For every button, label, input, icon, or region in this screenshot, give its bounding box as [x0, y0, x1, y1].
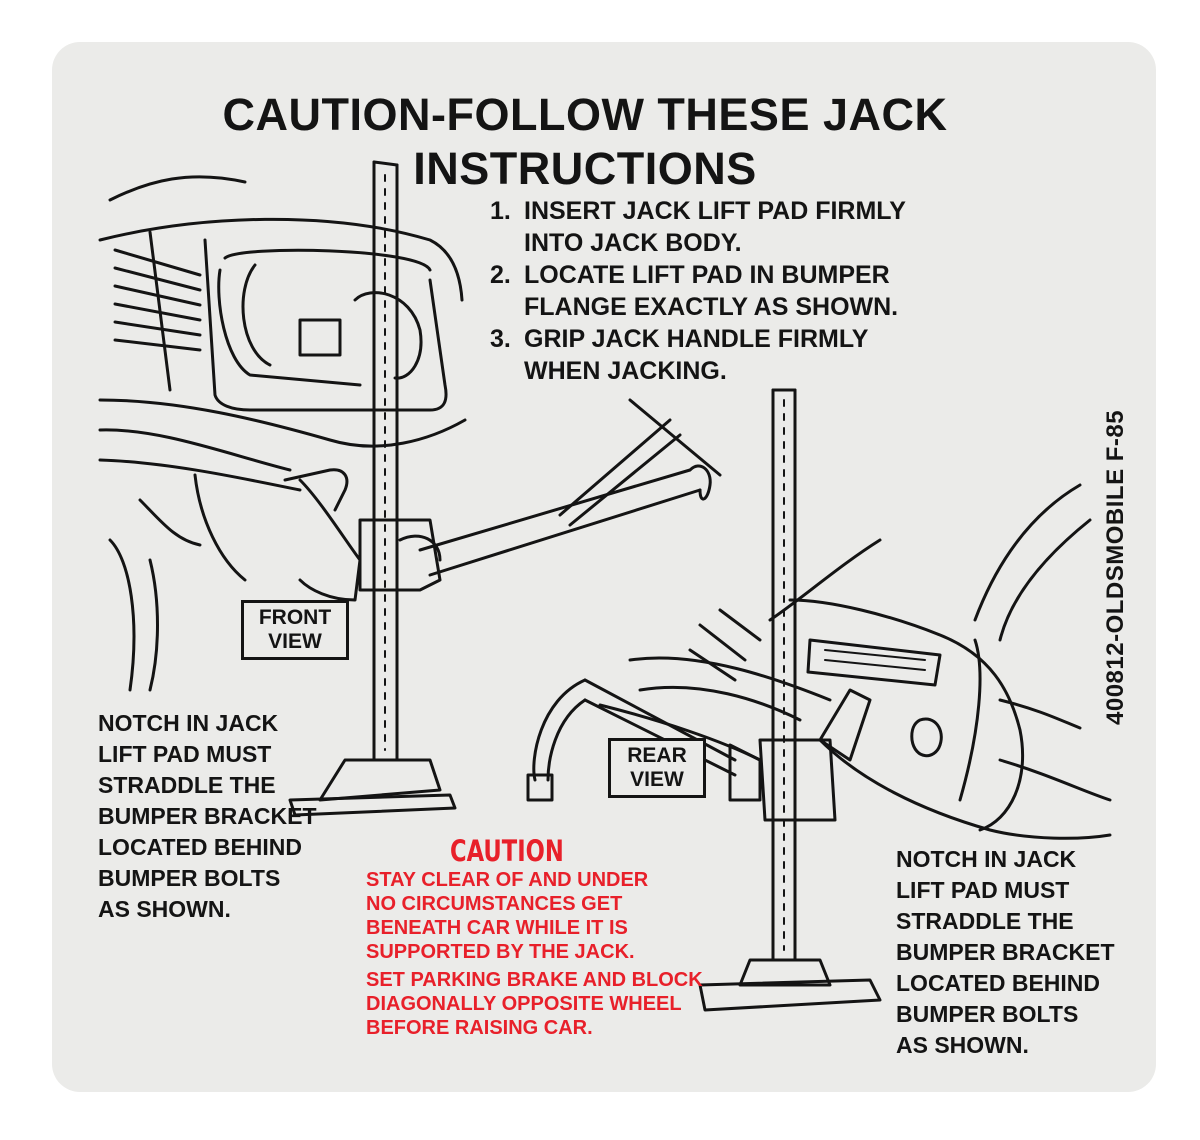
note-left: NOTCH IN JACK LIFT PAD MUST STRADDLE THE…: [98, 710, 317, 922]
front-car-drawing: [98, 175, 467, 692]
front-view-label: FRONT VIEW: [241, 600, 349, 660]
caution-text-2: SET PARKING BRAKE AND BLOCK DIAGONALLY O…: [366, 969, 703, 1039]
jack-instruction-decal: [52, 42, 1156, 1092]
part-number: 400812-OLDSMOBILE F-85: [1102, 409, 1129, 725]
instruction-step-3: 3. GRIP JACK HANDLE FIRMLY WHEN JACKING.: [490, 325, 869, 385]
instruction-step-1: 1. INSERT JACK LIFT PAD FIRMLY INTO JACK…: [490, 197, 906, 257]
note-right: NOTCH IN JACK LIFT PAD MUST STRADDLE THE…: [896, 846, 1115, 1058]
instruction-steps: 1. INSERT JACK LIFT PAD FIRMLY INTO JACK…: [490, 195, 944, 387]
rear-jack-drawing: [526, 388, 882, 1012]
page-title: CAUTION-FOLLOW THESE JACK INSTRUCTIONS: [222, 89, 948, 194]
caution-text-1: STAY CLEAR OF AND UNDER NO CIRCUMSTANCES…: [366, 869, 649, 963]
front-jack-drawing: [288, 160, 722, 817]
rear-view-label: REAR VIEW: [608, 738, 706, 798]
rear-car-drawing: [598, 483, 1112, 840]
instruction-step-2: 2. LOCATE LIFT PAD IN BUMPER FLANGE EXAC…: [490, 261, 899, 321]
caution-heading: CAUTION: [450, 834, 564, 868]
